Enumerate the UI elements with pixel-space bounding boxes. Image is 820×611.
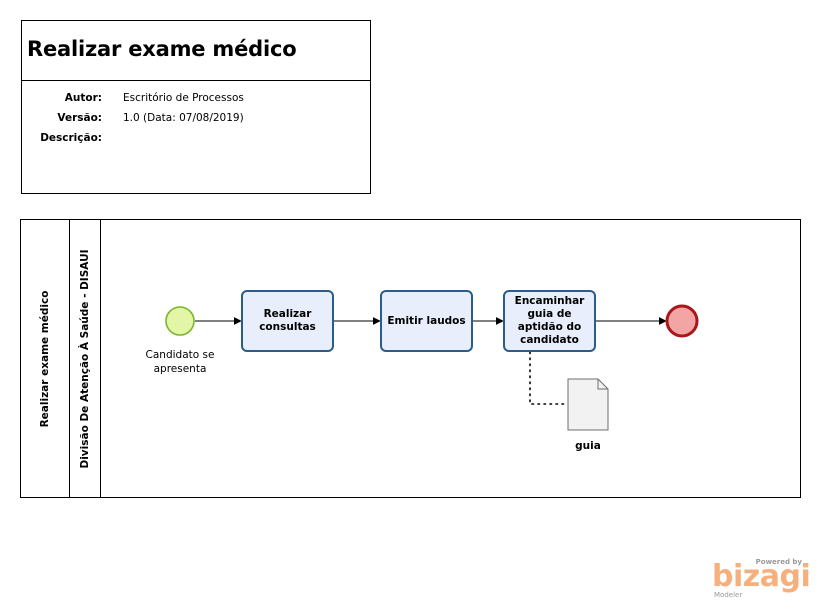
task-label-emitir-laudos: Emitir laudos	[387, 314, 466, 327]
task-encaminhar-guia[interactable]	[503, 290, 596, 352]
data-association-guia[interactable]	[529, 351, 568, 405]
start-event[interactable]	[165, 306, 195, 336]
info-value-version: 1.0 (Data: 07/08/2019)	[123, 112, 244, 124]
document-label: guia	[575, 440, 601, 452]
end-event[interactable]	[665, 304, 699, 338]
info-label-version: Versão:	[57, 112, 102, 124]
lane-header: Divisão De Atenção À Saúde - DISAUI	[70, 220, 101, 497]
process-info-box: Realizar exame médico Autor: Escritório …	[21, 20, 371, 194]
process-title: Realizar exame médico	[22, 21, 370, 81]
modeler-text: Modeler	[714, 591, 743, 599]
pool[interactable]: Realizar exame médico Divisão De Atenção…	[20, 219, 801, 498]
task-emitir-laudos[interactable]	[380, 290, 473, 352]
pool-header: Realizar exame médico	[21, 220, 70, 497]
document-icon[interactable]	[567, 378, 609, 431]
document-fold-icon	[597, 379, 608, 390]
powered-by-text: Powered by	[755, 558, 802, 566]
start-event-label: Candidato se apresenta	[145, 349, 215, 375]
task-label-realizar-consultas: Realizar consultas	[259, 308, 316, 333]
info-value-author: Escritório de Processos	[123, 92, 244, 104]
bizagi-logo: bizagi	[712, 559, 811, 594]
task-label-encaminhar-guia: Encaminhar guia de aptidão do candidato	[514, 295, 585, 346]
task-realizar-consultas[interactable]	[241, 290, 334, 352]
info-label-author: Autor:	[64, 92, 102, 104]
info-label-description: Descrição:	[40, 132, 102, 144]
bizagi-branding: Powered by bizagi Modeler	[712, 558, 811, 602]
